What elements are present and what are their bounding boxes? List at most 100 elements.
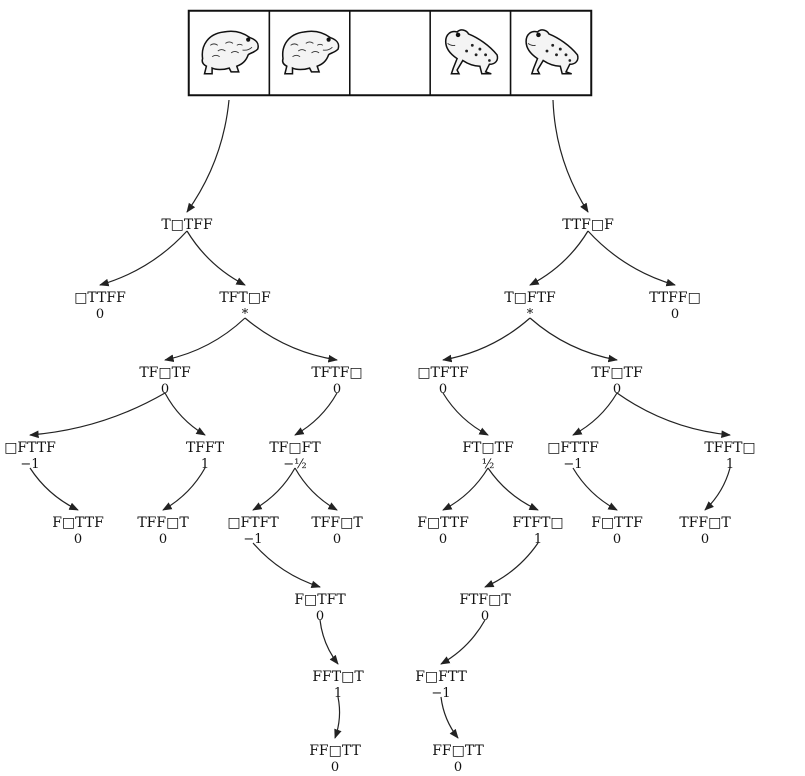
node-label: TFT□F bbox=[219, 290, 271, 306]
tree-node: TF□FT−½ bbox=[269, 440, 321, 472]
node-label: □FTTF bbox=[4, 440, 56, 456]
tree-node: TFT□F* bbox=[219, 290, 271, 322]
node-label: □TTFF bbox=[74, 290, 126, 306]
node-value: 1 bbox=[726, 457, 734, 472]
tree-node: T□TFF bbox=[161, 217, 213, 233]
tree-node: FTF□T0 bbox=[459, 592, 511, 624]
edge-L3c-L4d bbox=[294, 467, 338, 511]
tree-node: FF□TT0 bbox=[309, 743, 361, 775]
node-label: T□FTF bbox=[504, 290, 556, 306]
node-value: ½ bbox=[482, 457, 495, 472]
node-label: FF□TT bbox=[309, 743, 361, 759]
node-label: TFF□T bbox=[137, 515, 189, 531]
node-value: 0 bbox=[439, 382, 447, 397]
edge-L0-L1b bbox=[186, 230, 246, 286]
strip-cell-toad bbox=[268, 10, 351, 96]
node-value: 0 bbox=[161, 382, 169, 397]
node-label: □FTTF bbox=[547, 440, 599, 456]
node-label: □TFTF bbox=[417, 365, 469, 381]
tree-node: FFT□T1 bbox=[312, 669, 364, 701]
tree-node: TFFT□1 bbox=[704, 440, 755, 472]
node-label: TTFF□ bbox=[649, 290, 701, 306]
node-label: □FTFT bbox=[227, 515, 279, 531]
tree-node: TFF□T0 bbox=[311, 515, 363, 547]
node-label: FTFT□ bbox=[512, 515, 563, 531]
node-label: FF□TT bbox=[432, 743, 484, 759]
node-value: 0 bbox=[333, 382, 341, 397]
tree-edges bbox=[29, 99, 731, 739]
node-value: −1 bbox=[431, 686, 450, 701]
node-label: FFT□T bbox=[312, 669, 364, 685]
node-label: TFF□T bbox=[311, 515, 363, 531]
node-label: T□TFF bbox=[161, 217, 213, 233]
node-label: TFTF□ bbox=[311, 365, 362, 381]
edge-R1a-R2a bbox=[442, 317, 531, 363]
node-value: 1 bbox=[334, 686, 342, 701]
puzzle-strip bbox=[187, 9, 593, 97]
node-value: 0 bbox=[613, 532, 621, 547]
edge-R1a-R2b bbox=[529, 317, 618, 363]
strip-cell-frog bbox=[429, 10, 512, 96]
tree-node: TTFF□0 bbox=[649, 290, 701, 322]
node-value: 1 bbox=[534, 532, 542, 547]
strip-cell-toad bbox=[188, 10, 271, 96]
edge-R3a-R4b bbox=[487, 467, 539, 511]
tree-node: □FTTF−1 bbox=[4, 440, 56, 472]
edge-R6-R7 bbox=[440, 696, 459, 739]
edge-L3a-L4a bbox=[29, 467, 79, 511]
node-value: 0 bbox=[74, 532, 82, 547]
tree-node: □FTFT−1 bbox=[227, 515, 279, 547]
edge-L4c-L5 bbox=[252, 542, 321, 589]
node-label: F□TTF bbox=[52, 515, 104, 531]
node-value: −1 bbox=[563, 457, 582, 472]
node-value: 0 bbox=[316, 609, 324, 624]
edge-R2b-R3b bbox=[572, 392, 618, 436]
node-value: 0 bbox=[96, 307, 104, 322]
strip-cell-frog bbox=[509, 10, 592, 96]
node-value: 0 bbox=[481, 609, 489, 624]
node-label: F□TTF bbox=[591, 515, 643, 531]
edge-L2a-L3b bbox=[164, 392, 206, 436]
node-value: −1 bbox=[243, 532, 262, 547]
edge-R5-R6 bbox=[440, 619, 486, 665]
node-value: 0 bbox=[454, 760, 462, 775]
edge-R3c-R4d bbox=[704, 467, 731, 511]
node-value: 1 bbox=[201, 457, 209, 472]
strip-cell-empty bbox=[349, 10, 431, 96]
tree-node: TTF□F bbox=[562, 217, 614, 233]
node-value: −½ bbox=[283, 457, 307, 472]
node-label: TF□TF bbox=[591, 365, 643, 381]
tree-node: TF□TF0 bbox=[591, 365, 643, 397]
edge-L1b-L2b bbox=[244, 317, 338, 363]
edge-R3b-R4c bbox=[572, 467, 618, 511]
node-label: TF□TF bbox=[139, 365, 191, 381]
tree-node: □FTTF−1 bbox=[547, 440, 599, 472]
edge-L6-L7 bbox=[334, 696, 342, 739]
tree-node: FTFT□1 bbox=[512, 515, 563, 547]
edge-L2b-L3c bbox=[294, 392, 338, 436]
edge-L3b-L4b bbox=[162, 467, 206, 511]
edge-L1b-L2a bbox=[164, 317, 246, 362]
tree-node: FT□TF½ bbox=[462, 440, 514, 472]
edge-L0-L1a bbox=[99, 230, 188, 287]
node-label: FT□TF bbox=[462, 440, 514, 456]
node-label: F□TFT bbox=[294, 592, 346, 608]
tree-node: T□FTF* bbox=[504, 290, 556, 322]
edge-R4b-R5 bbox=[484, 542, 539, 588]
node-value: 0 bbox=[159, 532, 167, 547]
tree-node: TF□TF0 bbox=[139, 365, 191, 397]
edge-R0-R1a bbox=[529, 230, 589, 286]
tree-node: TFF□T0 bbox=[137, 515, 189, 547]
edge-R3a-R4a bbox=[442, 467, 489, 511]
edge-L3c-L4c bbox=[252, 467, 296, 511]
tree-node: F□FTT−1 bbox=[415, 669, 467, 701]
node-label: TFFT□ bbox=[704, 440, 755, 456]
node-value: 0 bbox=[613, 382, 621, 397]
node-value: 0 bbox=[701, 532, 709, 547]
node-label: TTF□F bbox=[562, 217, 614, 233]
edge-R2b-R3c bbox=[616, 392, 731, 438]
